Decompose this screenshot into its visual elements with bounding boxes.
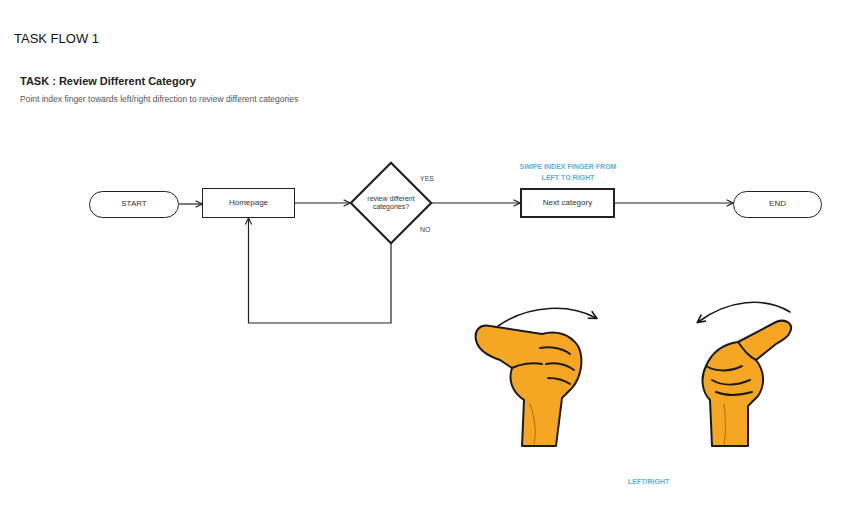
- node-label: START: [121, 199, 146, 208]
- node-label: review different categories?: [364, 195, 418, 211]
- node-label: Homepage: [229, 198, 268, 207]
- edge-label: YES: [419, 175, 435, 182]
- flow-connector: [249, 218, 392, 323]
- flow-connector: [615, 202, 733, 203]
- terminal-pill: END: [733, 191, 822, 218]
- process-box: Next category: [520, 188, 615, 218]
- flow-connector: [432, 202, 520, 203]
- task-description: Point index finger towards left/right di…: [20, 93, 298, 106]
- right-hand: [698, 302, 791, 446]
- node-label: Next category: [543, 198, 592, 207]
- gesture-caption: LEFT/RIGHT: [628, 477, 669, 488]
- process-box: Homepage: [202, 188, 295, 218]
- terminal-pill: START: [89, 191, 179, 218]
- flow-connector: [295, 202, 350, 203]
- gesture-note: SWIPE INDEX FINGER FROM LEFT TO RIGHT: [518, 162, 618, 183]
- edge-label: NO: [419, 226, 432, 233]
- task-heading: TASK : Review Different Category: [20, 73, 196, 90]
- node-label: END: [769, 199, 786, 208]
- page-title: TASK FLOW 1: [14, 31, 99, 46]
- flow-connector: [179, 203, 202, 204]
- left-hand: [476, 308, 596, 446]
